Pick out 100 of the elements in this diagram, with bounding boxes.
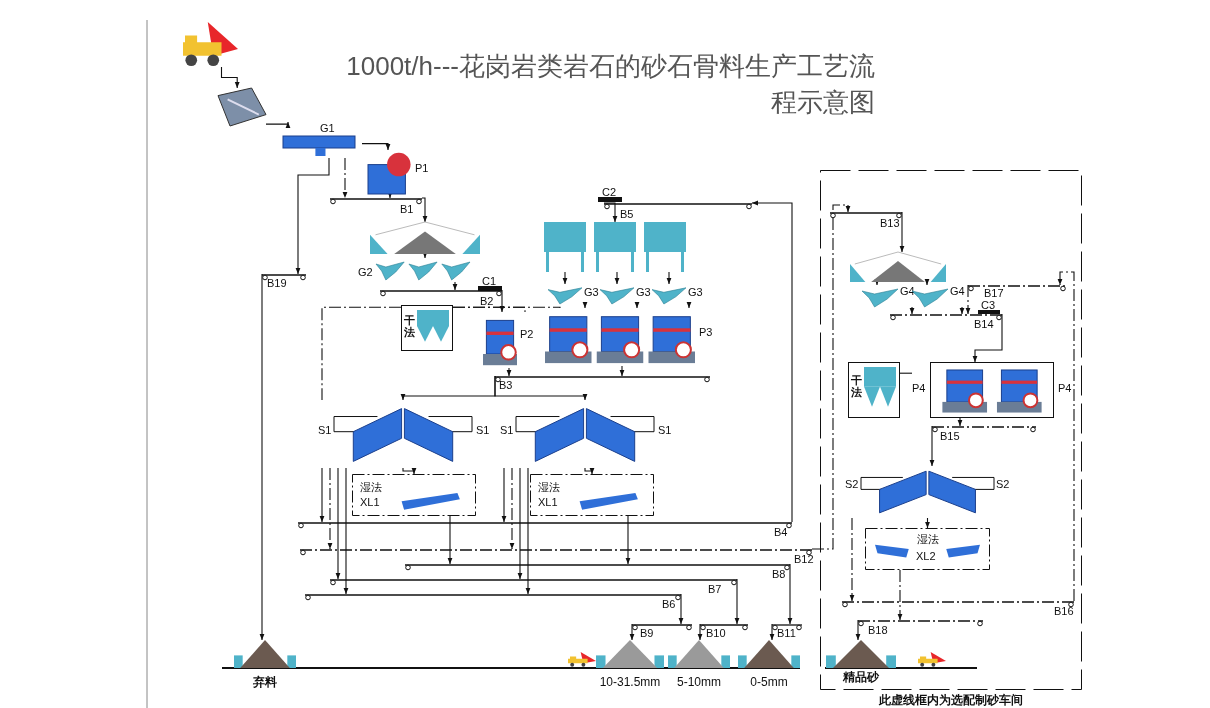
flow-arrow	[959, 306, 965, 315]
flow-arrow	[295, 157, 330, 275]
vertical-label: 干法	[851, 374, 863, 398]
flow-arrow	[925, 517, 930, 529]
equipment-label: G3	[636, 286, 651, 298]
equipment-label: 湿法	[360, 481, 382, 493]
diagram-title: 1000t/h---花岗岩类岩石的砂石骨料生产工艺流程示意图	[345, 50, 875, 119]
equipment-label: S2	[996, 478, 1010, 490]
flow-arrow	[855, 619, 861, 641]
conveyor-label: B1	[400, 203, 414, 215]
flow-arrow	[614, 271, 620, 285]
flow-arrow	[625, 515, 631, 565]
flow-arrow	[422, 252, 428, 259]
equipment-label: P4	[1058, 382, 1072, 394]
equipment-label: XL1	[360, 496, 380, 508]
duct-line	[899, 372, 913, 374]
equipment-label: S1	[318, 424, 332, 436]
flow-arrow	[452, 281, 458, 291]
conveyor-label: B19	[267, 277, 287, 289]
conveyor-label: B15	[940, 430, 960, 442]
product-label: 5-10mm	[676, 676, 722, 688]
equipment-label: S1	[476, 424, 490, 436]
flow-arrow	[603, 202, 618, 223]
conveyor-label: B13	[880, 217, 900, 229]
flow-arrow	[697, 623, 703, 641]
conveyor-label: B14	[974, 318, 994, 330]
equipment-label: P2	[520, 328, 534, 340]
duct-line	[452, 306, 561, 309]
flow-arrow	[769, 623, 775, 641]
equipment-label: P3	[699, 326, 713, 338]
equipment-label: G4	[900, 285, 915, 297]
flow-arrow	[499, 289, 505, 313]
flow-arrow	[582, 302, 588, 309]
flow-arrow	[849, 517, 855, 602]
equipment-label: G2	[358, 266, 373, 278]
flow-arrow	[220, 66, 240, 89]
duct-line	[321, 306, 402, 401]
frame-caption: 此虚线框内为选配制砂车间	[878, 694, 1024, 706]
conveyor-label: B5	[620, 208, 634, 220]
equipment-label: P4	[912, 382, 926, 394]
conveyor-label: B4	[774, 526, 788, 538]
flow-arrow	[1057, 271, 1075, 602]
flow-arrow	[929, 425, 935, 467]
conveyor-label: B11	[777, 627, 796, 639]
flow-arrow	[319, 467, 325, 523]
flow-arrow	[686, 302, 692, 309]
flow-arrow	[343, 467, 349, 595]
flow-arrow	[811, 204, 851, 550]
flow-arrow	[678, 593, 684, 625]
equipment-label: G3	[584, 286, 599, 298]
flow-arrow	[634, 302, 640, 309]
conveyor-label: B16	[1054, 605, 1074, 617]
equipment-label: 湿法	[917, 533, 939, 545]
equipment-label: P1	[415, 162, 429, 174]
flow-arrow	[957, 417, 963, 427]
flow-arrow	[327, 467, 333, 550]
flow-arrow	[506, 367, 512, 377]
product-label: 0-5mm	[749, 676, 789, 688]
conveyor-label: B9	[640, 627, 654, 639]
flow-arrow	[897, 569, 903, 621]
flow-arrow	[342, 157, 348, 199]
flow-arrow	[494, 375, 588, 401]
conveyor-label: B2	[480, 295, 494, 307]
flow-arrow	[965, 284, 971, 315]
equipment-label: G3	[688, 286, 703, 298]
equipment-label: S2	[845, 478, 859, 490]
equipment-label: G1	[320, 122, 335, 134]
flow-arrow	[972, 313, 1003, 363]
vertical-label: 干法	[404, 314, 416, 338]
equipment-label: S1	[500, 424, 514, 436]
flow-arrow	[666, 271, 672, 285]
product-label: 弃料	[252, 676, 278, 688]
equipment-label: C2	[602, 186, 617, 198]
equipment-label: S1	[658, 424, 672, 436]
flow-arrow	[361, 143, 391, 151]
flow-arrow	[335, 467, 341, 580]
flow-arrow	[421, 197, 428, 223]
flow-arrow	[525, 467, 531, 595]
equipment-label: C1	[482, 275, 497, 287]
conveyor-label: B3	[499, 379, 513, 391]
flow-arrow	[924, 279, 930, 286]
flow-arrow	[501, 467, 507, 523]
flow-arrow	[259, 273, 265, 641]
conveyor-label: B17	[984, 287, 1004, 299]
flow-arrow	[447, 515, 453, 565]
flow-arrow	[751, 200, 793, 523]
flow-arrow	[629, 623, 635, 641]
equipment-label: XL1	[538, 496, 558, 508]
equipment-label: G4	[950, 285, 965, 297]
flow-arrow	[509, 467, 515, 550]
equipment-label: XL2	[916, 550, 936, 562]
conveyor-label: B6	[662, 598, 676, 610]
equipment-label: 湿法	[538, 481, 560, 493]
flow-arrow	[562, 271, 568, 285]
product-label: 10-31.5mm	[598, 676, 662, 688]
equipment-label: C3	[981, 299, 996, 311]
flow-arrow	[734, 578, 740, 625]
conveyor-label: B10	[706, 627, 726, 639]
flow-arrow	[584, 467, 595, 475]
flow-arrow	[619, 365, 625, 377]
